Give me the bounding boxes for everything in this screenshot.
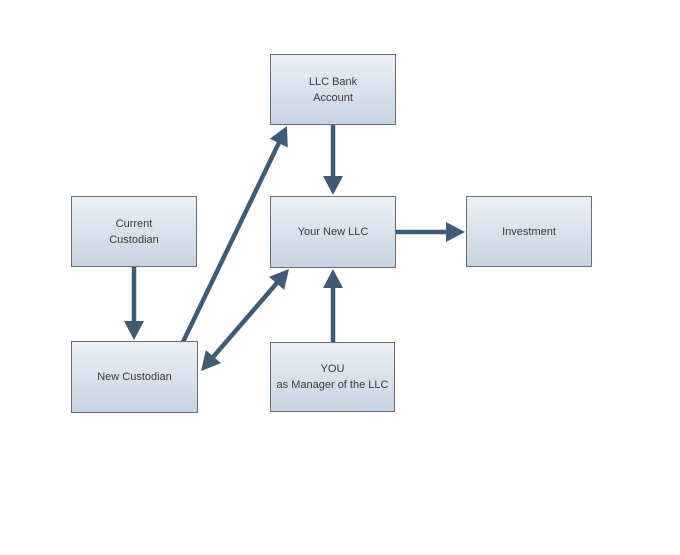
arrow-bank-to-your-llc — [323, 125, 343, 195]
node-label: LLC Bank Account — [308, 75, 358, 104]
node-label: New Custodian — [97, 371, 172, 383]
node-llc-bank-account: LLC Bank Account — [270, 54, 396, 125]
arrowhead-icon — [269, 269, 289, 290]
arrowhead-icon — [124, 321, 144, 340]
node-you-as-manager: YOU as Manager of the LLC — [270, 342, 395, 412]
arrowhead-icon — [323, 269, 343, 288]
arrowhead-icon — [323, 176, 343, 195]
arrow-you-to-your-llc — [323, 269, 343, 342]
arrowhead-icon — [446, 222, 465, 242]
node-label: Your New LLC — [297, 226, 369, 238]
arrowhead-icon — [269, 126, 288, 148]
node-current-custodian: Current Custodian — [71, 196, 197, 267]
node-investment: Investment — [466, 196, 592, 267]
arrow-your-llc-new-custodian-both — [201, 269, 289, 371]
node-new-custodian: New Custodian — [71, 341, 198, 413]
arrow-current-to-new-custodian — [124, 267, 144, 340]
node-your-new-llc: Your New LLC — [270, 196, 396, 268]
arrow-your-llc-to-investment — [396, 222, 465, 242]
arrow-new-custodian-to-bank — [180, 126, 288, 343]
arrowhead-icon — [201, 350, 221, 371]
node-label: Current Custodian — [109, 217, 159, 246]
node-label: YOU as Manager of the LLC — [276, 363, 389, 391]
node-label: Investment — [502, 225, 556, 238]
